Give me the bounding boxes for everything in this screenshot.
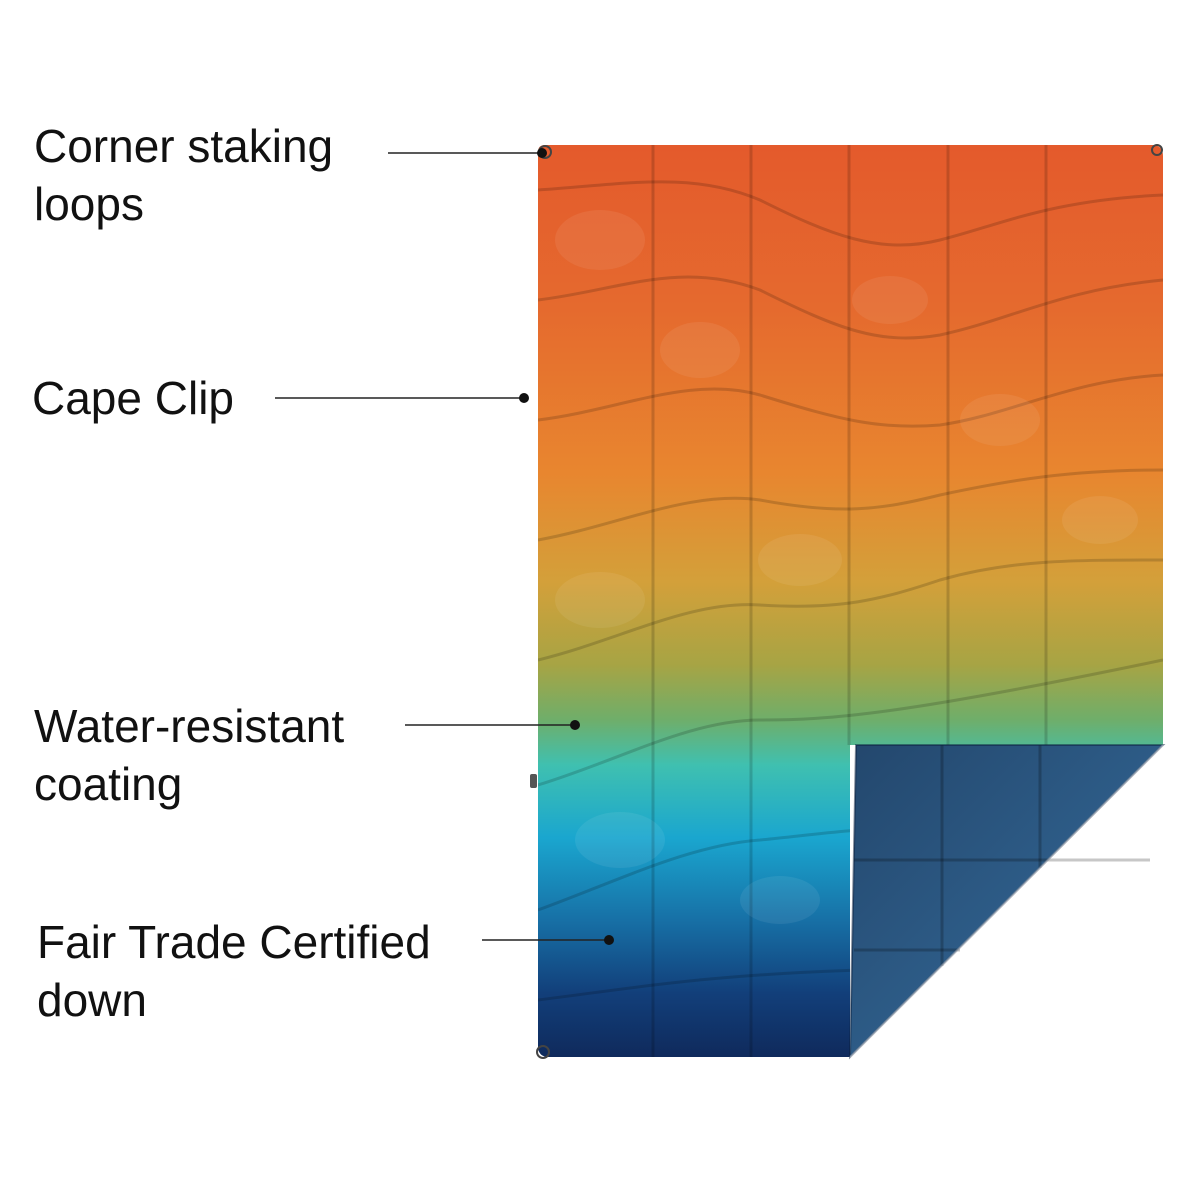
callout-text-line: Fair Trade Certified bbox=[37, 916, 431, 968]
callout-text-line: coating bbox=[34, 758, 183, 810]
callout-text-line: down bbox=[37, 974, 147, 1026]
callout-cape-clip: Cape Clip bbox=[32, 369, 234, 427]
blanket-underside-fold bbox=[848, 744, 1166, 1060]
callout-text-line: Corner staking bbox=[34, 120, 334, 172]
callout-text-line: Cape Clip bbox=[32, 372, 234, 424]
callout-corner-staking-loops: Corner staking loops bbox=[34, 117, 333, 233]
callout-text-line: Water-resistant bbox=[34, 700, 345, 752]
callout-leaders bbox=[275, 148, 614, 945]
blanket-top-side bbox=[538, 145, 1163, 1057]
callout-text-line: loops bbox=[34, 178, 144, 230]
callout-water-resistant-coating: Water-resistant coating bbox=[34, 697, 344, 813]
cape-clip-icon bbox=[530, 774, 537, 788]
callout-fair-trade-down: Fair Trade Certified down bbox=[37, 913, 431, 1029]
